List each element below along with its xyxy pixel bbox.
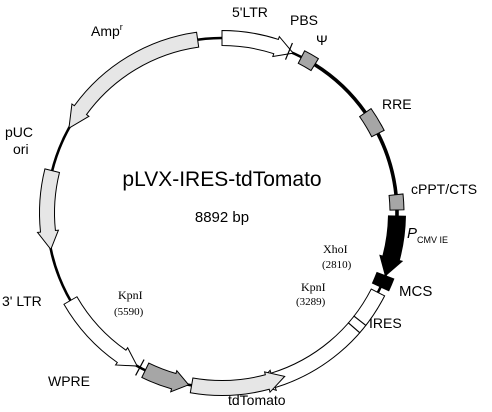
xhoi-site-position: (2810) xyxy=(322,259,352,271)
tdtomato-arrow xyxy=(189,371,286,396)
rre-label: RRE xyxy=(382,96,412,112)
rre-box xyxy=(358,107,385,138)
kpni-mcs-site-position: (3289) xyxy=(296,296,326,308)
puc-ori-arrow xyxy=(36,168,61,251)
kpni-wpre-tick xyxy=(135,359,145,376)
amp-label: Ampr xyxy=(91,22,123,39)
amp-main: Amp xyxy=(91,23,120,39)
cppt-label: cPPT/CTS xyxy=(411,181,477,197)
pcmv-promoter-arrow xyxy=(379,215,406,277)
amp-arrow xyxy=(68,31,200,130)
pcmv-main: P xyxy=(407,225,417,242)
backbone-thick-0 xyxy=(313,63,367,114)
psi-label: Ψ xyxy=(316,32,328,48)
kpni-mcs-site-name: KpnI xyxy=(301,280,326,294)
pcmv-sub: CMV IE xyxy=(417,235,448,245)
pcmv-label: PCMV IE xyxy=(407,225,448,245)
plasmid-size: 8892 bp xyxy=(195,209,249,226)
ori-label: ori xyxy=(13,141,29,157)
amp-sup: r xyxy=(120,22,123,32)
puc-label: pUC xyxy=(5,124,33,140)
cppt-box xyxy=(388,193,405,211)
wpre-label: WPRE xyxy=(48,373,90,389)
pbs-label: PBS xyxy=(290,12,318,28)
pbs-tick xyxy=(284,42,293,60)
psi-box xyxy=(297,50,320,72)
ltr3-arrow xyxy=(63,296,139,367)
wpre-arrow xyxy=(141,362,190,393)
xhoi-site-name: XhoI xyxy=(323,242,348,256)
mcs-label: MCS xyxy=(399,283,432,300)
mcs-mark xyxy=(371,271,395,292)
feature-layer xyxy=(36,29,406,396)
ltr3-label: 3' LTR xyxy=(2,293,42,309)
ltr5-arrow xyxy=(221,29,295,58)
kpni-wpre-site-name: KpnI xyxy=(118,288,143,302)
backbone-thick-1 xyxy=(376,132,398,195)
ires-label: IRES xyxy=(369,315,402,331)
plasmid-title: pLVX-IRES-tdTomato xyxy=(122,168,321,191)
ltr5-label: 5'LTR xyxy=(232,4,268,20)
tdtomato-label: tdTomato xyxy=(228,392,286,408)
kpni-wpre-site-position: (5590) xyxy=(114,306,144,318)
ires-tick-2 xyxy=(347,322,361,334)
ires-tick-1 xyxy=(353,315,367,327)
